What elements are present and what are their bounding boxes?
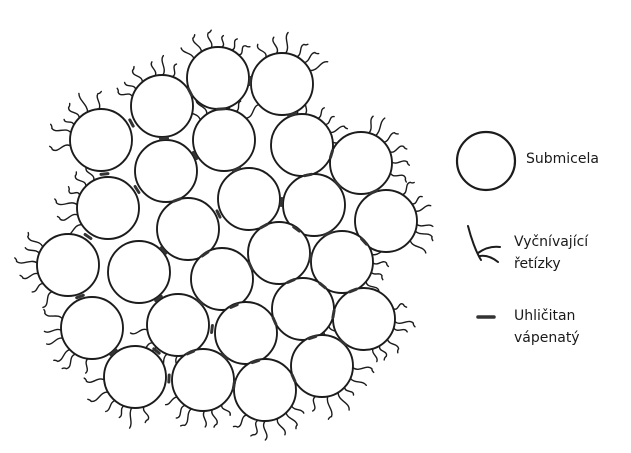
carbonate-dash [281, 199, 282, 206]
submicelle-circle [135, 140, 197, 202]
legend-chains-label-line1: Vyčnívající [514, 232, 588, 252]
submicelle-circle [61, 297, 123, 359]
submicelle-circle [218, 168, 280, 230]
carbonate-dash [289, 113, 296, 115]
carbonate-dash [309, 336, 316, 338]
submicelle-circle [131, 75, 193, 137]
carbonate-dash [233, 382, 234, 389]
carbonate-dash [310, 254, 311, 261]
submicelle-circle [187, 47, 249, 109]
submicelle-circle [104, 346, 166, 408]
submicelle-circle [234, 359, 296, 421]
carbonate-dash [305, 174, 312, 175]
submicelle-circle [271, 114, 333, 176]
submicelle-circle [70, 109, 132, 171]
submicelle-circle [37, 234, 99, 296]
carbonate-dash [250, 78, 251, 85]
carbonate-dash [212, 326, 213, 333]
submicelle-circle [193, 109, 255, 171]
legend-chains-label-line2: řetízky [514, 254, 561, 274]
legend-submicelle-circle-icon [457, 132, 515, 190]
legend-carbonate-label-line1: Uhličitan [514, 306, 575, 326]
submicelle-circle [108, 241, 170, 303]
legend-submicelle-label: Submicela [526, 149, 599, 169]
carbonate-dash [101, 174, 108, 175]
submicelle-circle [77, 177, 139, 239]
carbonate-dash [252, 360, 259, 362]
carbonate-dash [331, 151, 333, 158]
legend-carbonate-label-line2: vápenatý [514, 328, 580, 348]
submicelle-circle [251, 53, 313, 115]
carbonate-dash [333, 311, 334, 318]
carbonate-dash [218, 109, 225, 110]
